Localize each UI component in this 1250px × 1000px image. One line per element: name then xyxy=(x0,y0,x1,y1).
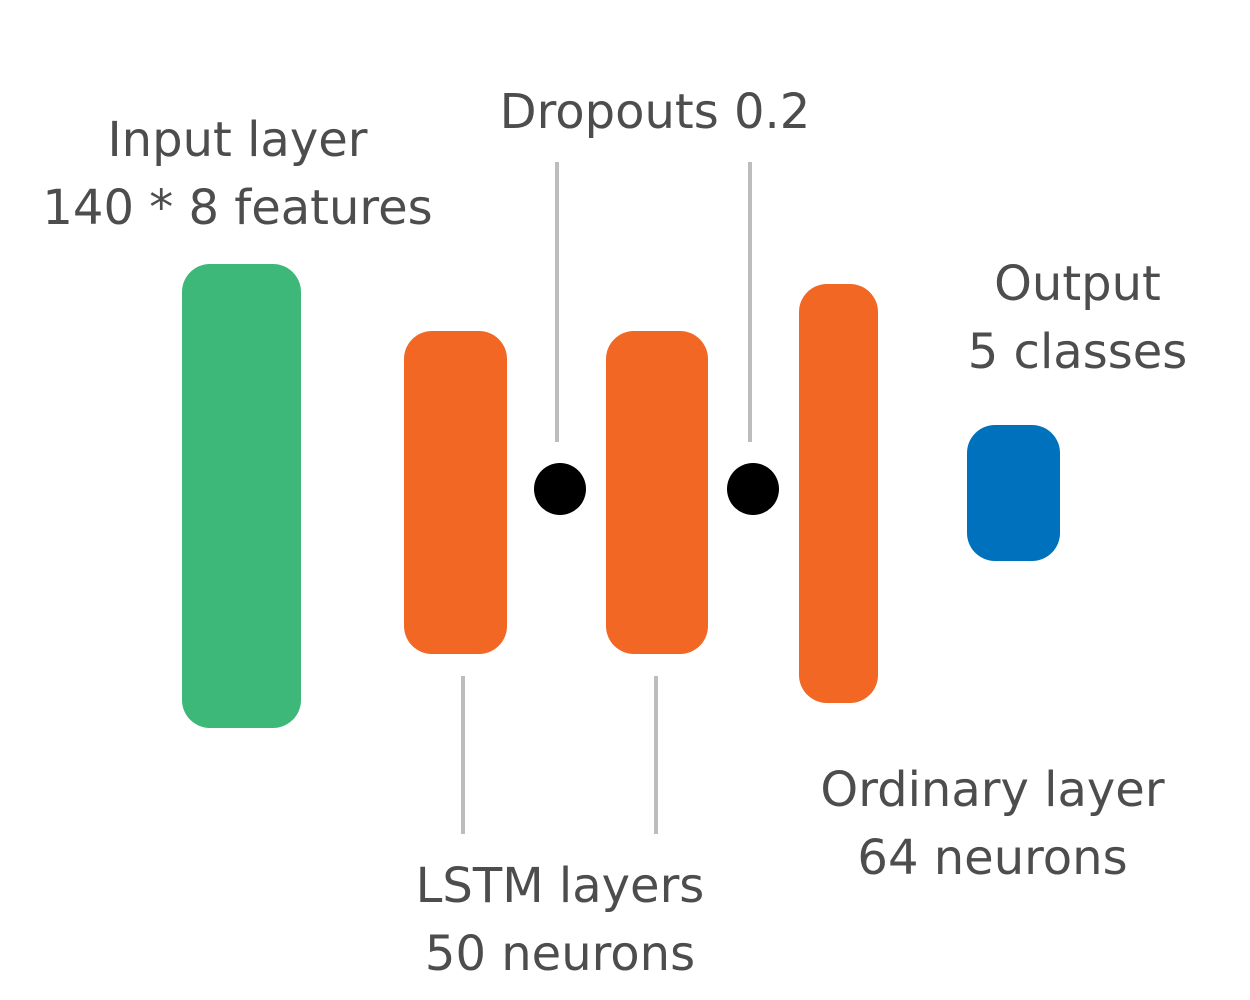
output-title: Output xyxy=(994,256,1161,312)
ordinary-layer-neurons: 64 neurons xyxy=(857,830,1128,886)
output-layer-block xyxy=(967,425,1060,561)
input-layer-features: 140 * 8 features xyxy=(42,180,433,236)
output-classes: 5 classes xyxy=(967,324,1188,380)
lstm-connector-1 xyxy=(461,676,465,834)
dropout-label: Dropouts 0.2 xyxy=(450,78,860,146)
lstm-label: LSTM layers 50 neurons xyxy=(380,852,740,988)
lstm-connector-2 xyxy=(654,676,658,834)
dropout-dot-1 xyxy=(534,463,586,515)
lstm-layer-1-block xyxy=(404,331,507,654)
input-layer-title: Input layer xyxy=(107,112,368,168)
dropout-connector-2 xyxy=(748,162,752,442)
dropout-dot-2 xyxy=(727,463,779,515)
ordinary-layer-title: Ordinary layer xyxy=(820,762,1165,818)
output-label: Output 5 classes xyxy=(940,250,1215,386)
dropout-connector-1 xyxy=(555,162,559,442)
ordinary-layer-block xyxy=(799,284,878,703)
dropout-text: Dropouts 0.2 xyxy=(499,84,811,140)
ordinary-layer-label: Ordinary layer 64 neurons xyxy=(790,756,1195,892)
lstm-neurons: 50 neurons xyxy=(424,926,696,982)
input-layer-block xyxy=(182,264,301,728)
lstm-layer-2-block xyxy=(606,331,708,654)
lstm-title: LSTM layers xyxy=(415,858,705,914)
input-layer-label: Input layer 140 * 8 features xyxy=(20,106,455,242)
